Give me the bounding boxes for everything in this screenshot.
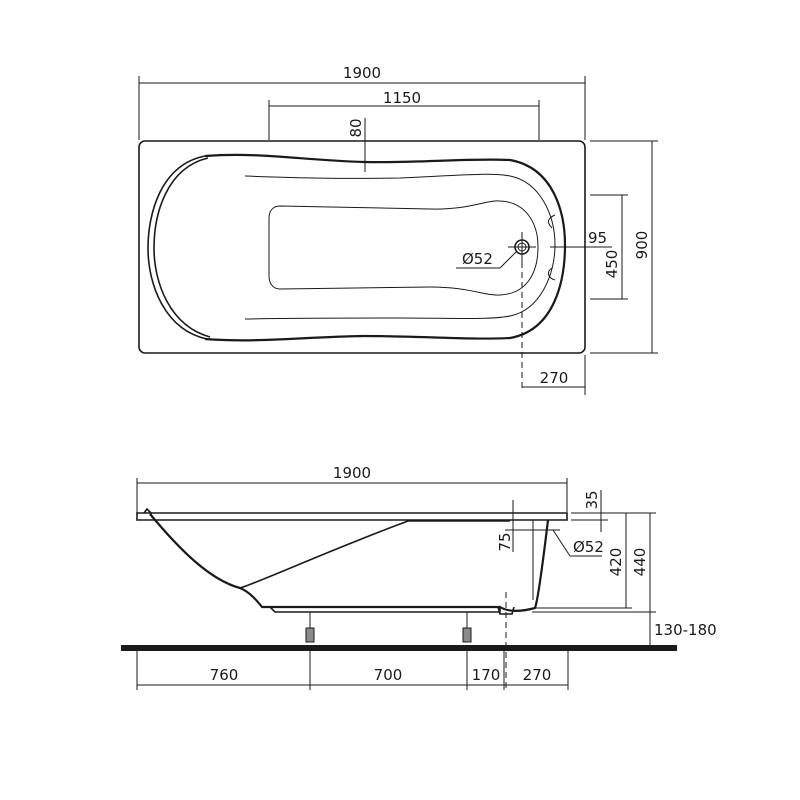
tub-leg-left	[305, 612, 315, 643]
tub-backrest-slope	[239, 520, 510, 589]
dim-label-900: 900	[633, 231, 651, 260]
dim-label-270-top: 270	[540, 369, 569, 387]
tub-bottom-plate	[269, 606, 501, 613]
dim-label-95: 95	[588, 229, 607, 247]
dim-label-270-side: 270	[523, 666, 552, 684]
dim-side-outer-height: 440	[532, 512, 656, 645]
dim-side-overflow-75: 75	[496, 500, 560, 552]
dim-side-bottom-segments: 760 700 170 270	[136, 651, 569, 690]
dim-label-1900: 1900	[343, 64, 381, 82]
drain-icon	[508, 232, 536, 392]
dim-label-440: 440	[631, 548, 649, 577]
dim-label-170: 170	[472, 666, 501, 684]
tub-notch-top	[547, 214, 556, 229]
dim-side-inner-depth: 420	[535, 512, 632, 609]
tub-headrest-curve-inner	[153, 157, 211, 338]
dim-top-overall-length: 1900	[138, 64, 586, 140]
dim-label-420: 420	[607, 548, 625, 577]
tub-shell-profile	[149, 513, 550, 612]
dim-label-75: 75	[496, 532, 514, 551]
dim-top-drain-diameter: Ø52	[456, 250, 517, 269]
dim-side-overall-length: 1900	[136, 464, 568, 520]
dim-label-side-1900: 1900	[333, 464, 371, 482]
dim-label-700: 700	[374, 666, 403, 684]
tub-headrest-curve-outer	[147, 155, 208, 340]
dim-label-450: 450	[603, 250, 621, 279]
tub-basin-outline	[204, 153, 567, 342]
dim-top-rim-80: 80	[347, 118, 366, 172]
dim-top-drain-270: 270	[522, 355, 586, 395]
dim-side-rim-35: 35	[571, 490, 608, 532]
dim-top-inner-length: 1150	[268, 89, 540, 140]
dim-top-drain-95: 95	[550, 229, 612, 248]
dim-top-inner-width: 450	[590, 194, 628, 300]
dim-label-760: 760	[210, 666, 239, 684]
tub-inner-contour	[244, 173, 556, 320]
tub-leg-right	[462, 612, 472, 643]
floor-line	[121, 645, 677, 651]
dim-label-side-52: Ø52	[573, 538, 604, 556]
dim-side-overflow-diameter: Ø52	[552, 529, 604, 557]
top-view: 1900 1150 80	[138, 64, 658, 395]
dim-label-leg-height: 130-180	[654, 621, 717, 639]
tub-head-tip	[143, 507, 153, 515]
dim-label-drain-52: Ø52	[462, 250, 493, 268]
side-view: 1900 35	[121, 464, 717, 690]
dim-label-80: 80	[347, 118, 365, 137]
tub-bottom-outline	[268, 200, 539, 296]
tub-notch-bottom	[547, 267, 556, 281]
dim-top-overall-width: 900	[590, 140, 658, 354]
dim-label-35: 35	[583, 490, 601, 509]
dim-label-1150: 1150	[383, 89, 421, 107]
tub-rim-side	[136, 512, 568, 521]
